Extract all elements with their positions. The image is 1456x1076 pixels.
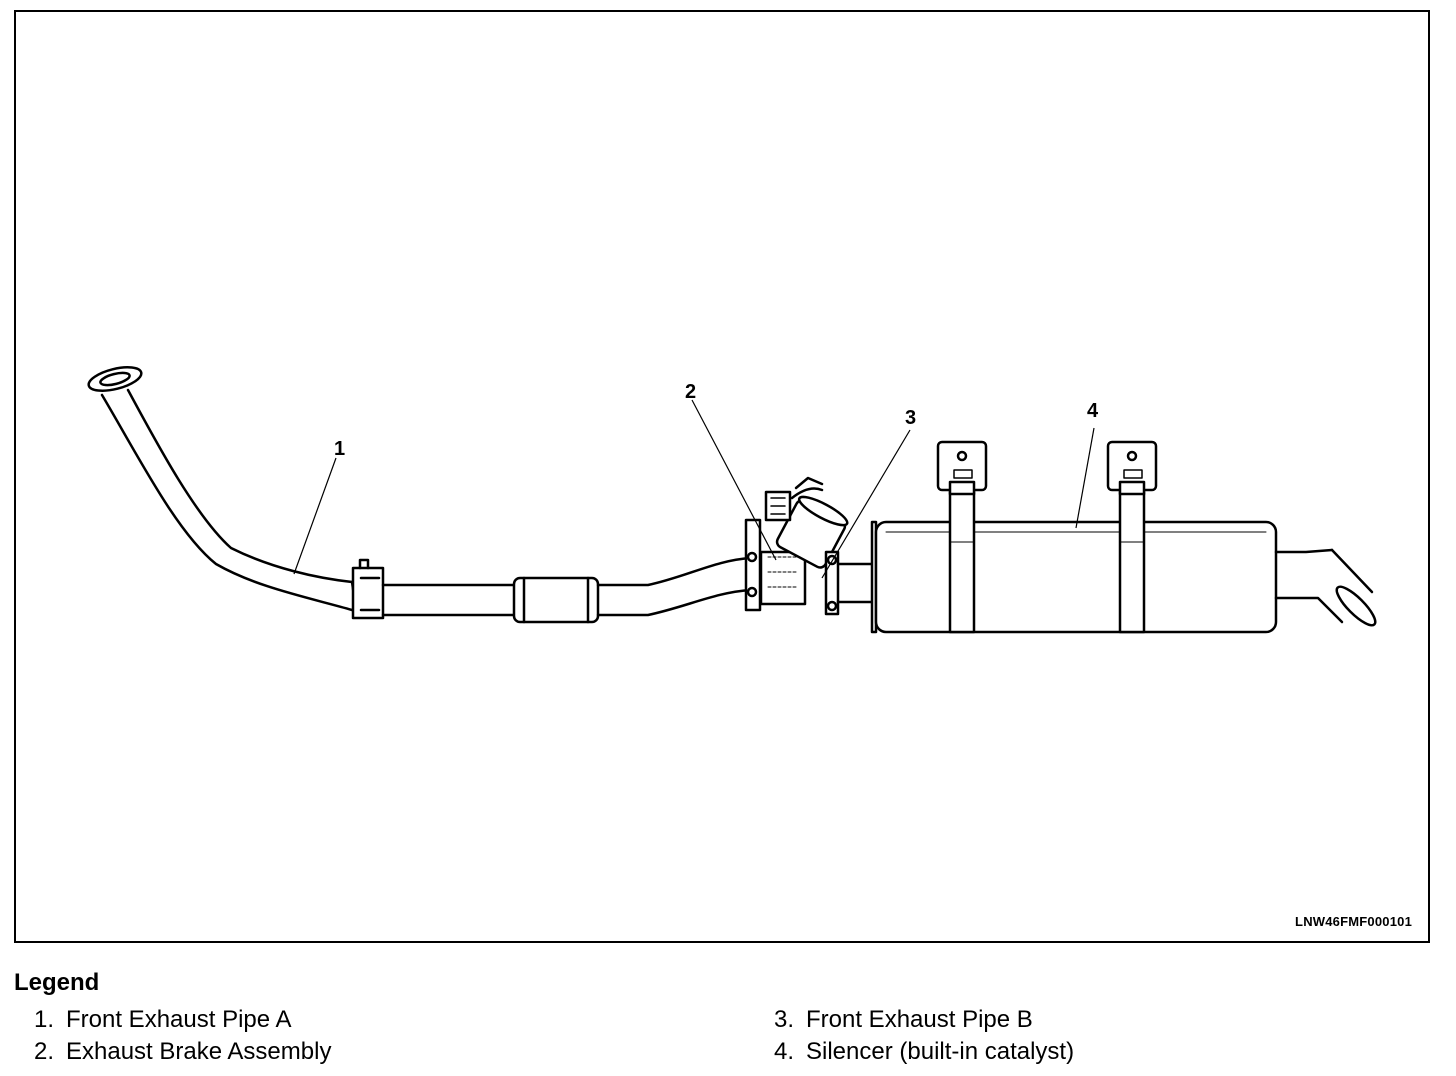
- legend: Legend 1. Front Exhaust Pipe A 2. Exhaust …: [14, 968, 1434, 1068]
- legend-item-label: Silencer (built-in catalyst): [806, 1038, 1075, 1065]
- exhaust-brake-assembly: [744, 476, 849, 616]
- callout-2: 2: [685, 381, 696, 403]
- intermediate-pipe: [381, 556, 753, 624]
- legend-item: 2. Exhaust Brake Assembly: [14, 1036, 331, 1068]
- leader-line-2: [691, 399, 777, 561]
- legend-item-number: 4.: [773, 1038, 794, 1065]
- legend-item: 1. Front Exhaust Pipe A: [14, 1004, 291, 1036]
- figure-frame: 1 2 3 4 LNW46FMF000101: [14, 10, 1430, 943]
- legend-item-number: 3.: [773, 1006, 794, 1033]
- legend-item: 3. Front Exhaust Pipe B: [754, 1004, 1033, 1036]
- front-exhaust-pipe-a: [87, 366, 385, 620]
- leader-line-1: [293, 457, 337, 575]
- callout-3: 3: [905, 407, 916, 429]
- legend-item-label: Exhaust Brake Assembly: [66, 1038, 332, 1065]
- exhaust-system-diagram: 1 2 3 4: [87, 366, 1377, 634]
- callout-1: 1: [334, 438, 345, 460]
- silencer: [874, 440, 1377, 634]
- figure-code: LNW46FMF000101: [1295, 914, 1412, 929]
- front-exhaust-pipe-b: [836, 520, 878, 634]
- legend-item-label: Front Exhaust Pipe A: [66, 1006, 292, 1033]
- leader-line-3: [821, 429, 911, 579]
- leader-line-4: [1075, 427, 1095, 529]
- callout-4: 4: [1087, 400, 1099, 422]
- legend-item: 4. Silencer (built-in catalyst): [754, 1036, 1074, 1068]
- legend-item-number: 1.: [33, 1006, 54, 1033]
- legend-title: Legend: [14, 969, 100, 996]
- legend-item-label: Front Exhaust Pipe B: [806, 1006, 1033, 1033]
- legend-item-number: 2.: [33, 1038, 54, 1065]
- legend-list: 1. Front Exhaust Pipe A 2. Exhaust Brake A…: [14, 1004, 1434, 1068]
